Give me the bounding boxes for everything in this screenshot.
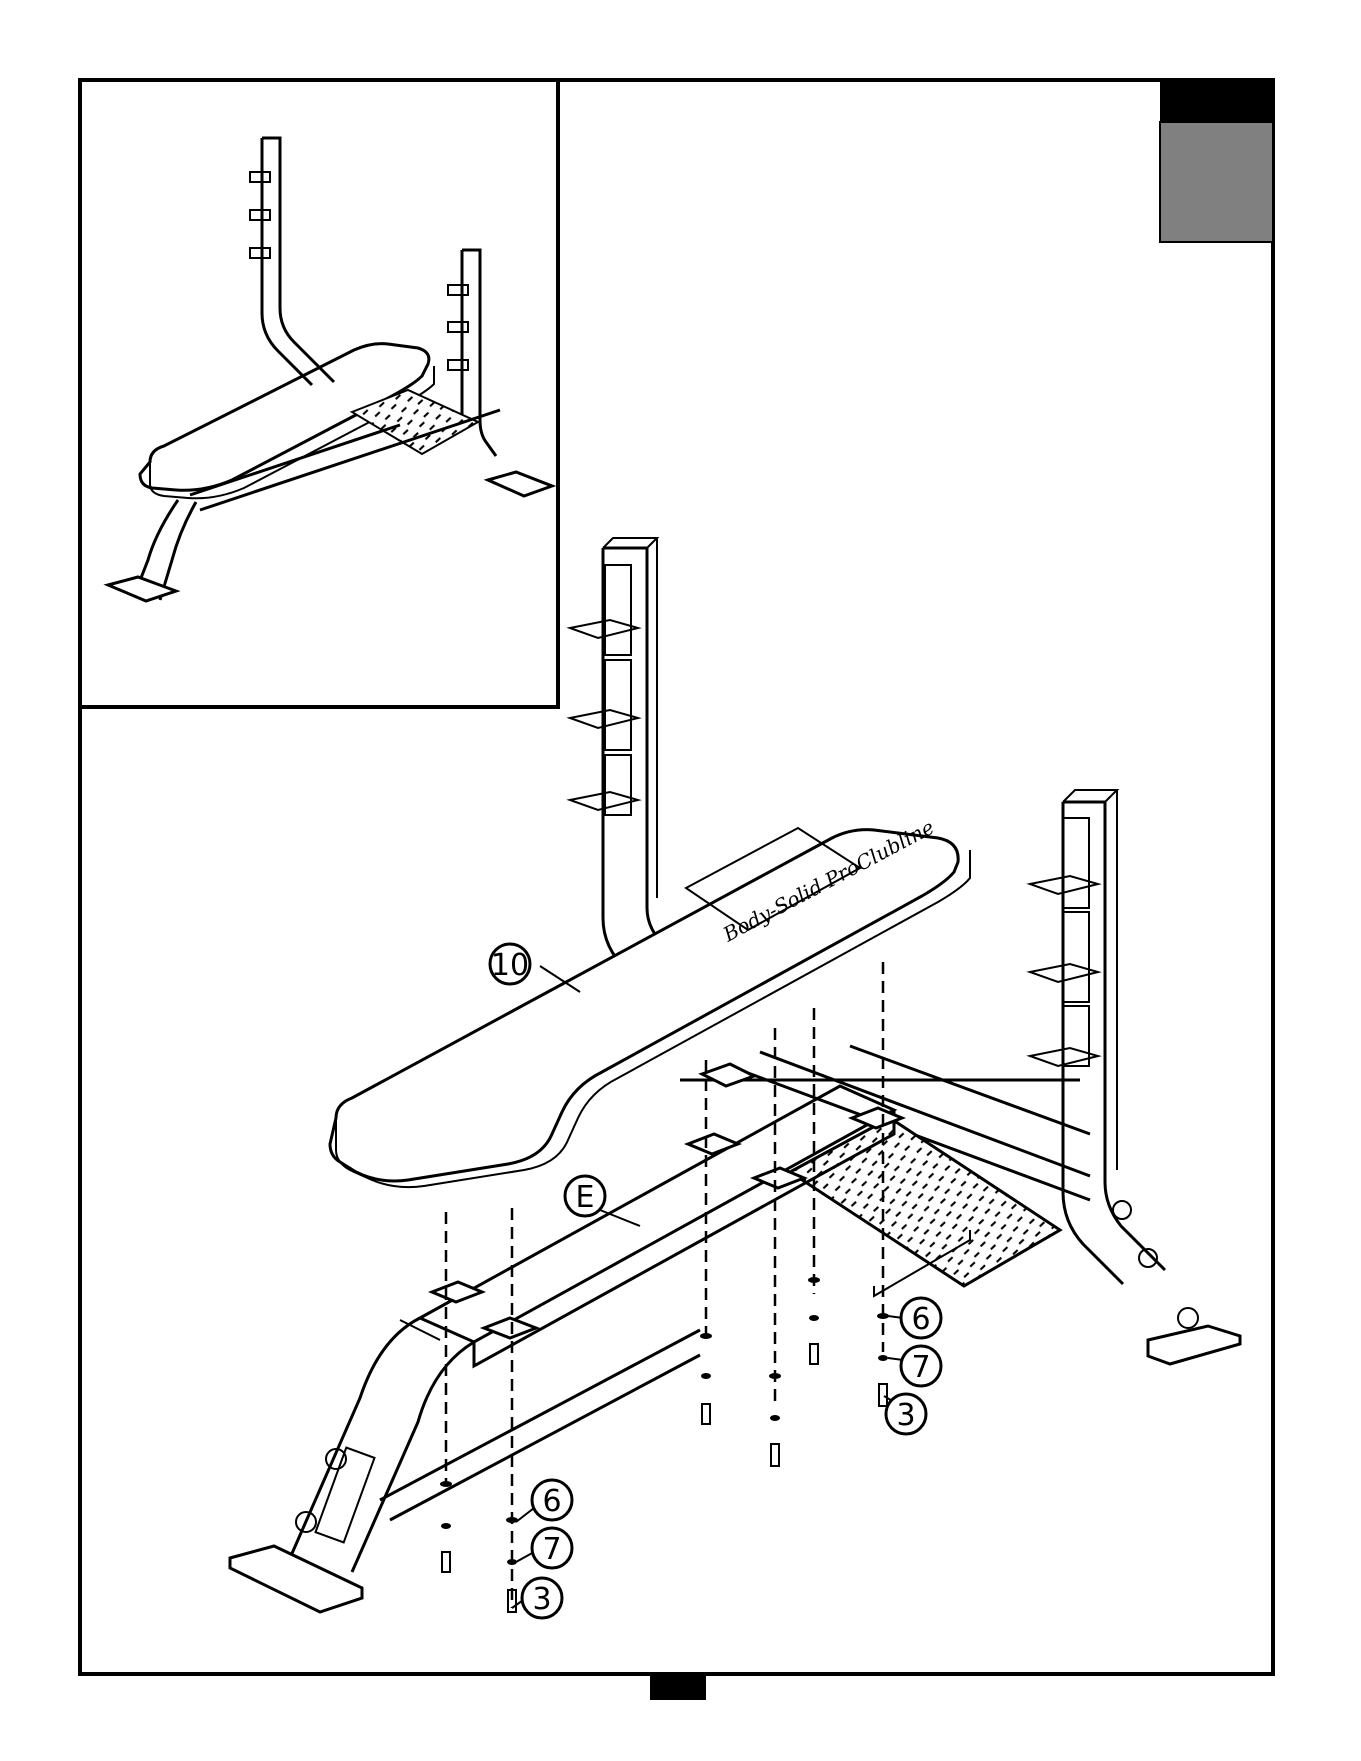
page-number-block bbox=[650, 1674, 706, 1700]
svg-text:3: 3 bbox=[532, 1582, 551, 1617]
callout-bolt-left: 3 bbox=[522, 1578, 562, 1618]
svg-text:6: 6 bbox=[542, 1484, 561, 1519]
svg-text:E: E bbox=[576, 1180, 595, 1215]
svg-text:6: 6 bbox=[911, 1302, 930, 1337]
chapter-tab-top bbox=[1160, 80, 1273, 122]
svg-text:7: 7 bbox=[911, 1350, 930, 1385]
svg-text:3: 3 bbox=[896, 1398, 915, 1433]
foot-plate bbox=[790, 1118, 1060, 1286]
svg-text:7: 7 bbox=[542, 1532, 561, 1567]
callout-washer-a-right: 6 bbox=[901, 1298, 941, 1338]
chapter-tab-bottom bbox=[1160, 122, 1273, 242]
bench-main: Body-Solid ProClubline bbox=[230, 538, 1240, 1612]
svg-text:10: 10 bbox=[491, 948, 529, 983]
callout-washer-b-right: 7 bbox=[901, 1346, 941, 1386]
inset-foot-plate bbox=[352, 390, 478, 454]
page-frame bbox=[80, 80, 1273, 1674]
callout-seat: 10 bbox=[490, 944, 530, 984]
inset-overview bbox=[80, 80, 558, 707]
callout-frame: E bbox=[565, 1176, 605, 1216]
callout-bolt-right: 3 bbox=[886, 1394, 926, 1434]
callout-washer-a-left: 6 bbox=[532, 1480, 572, 1520]
callout-washer-b-left: 7 bbox=[532, 1528, 572, 1568]
